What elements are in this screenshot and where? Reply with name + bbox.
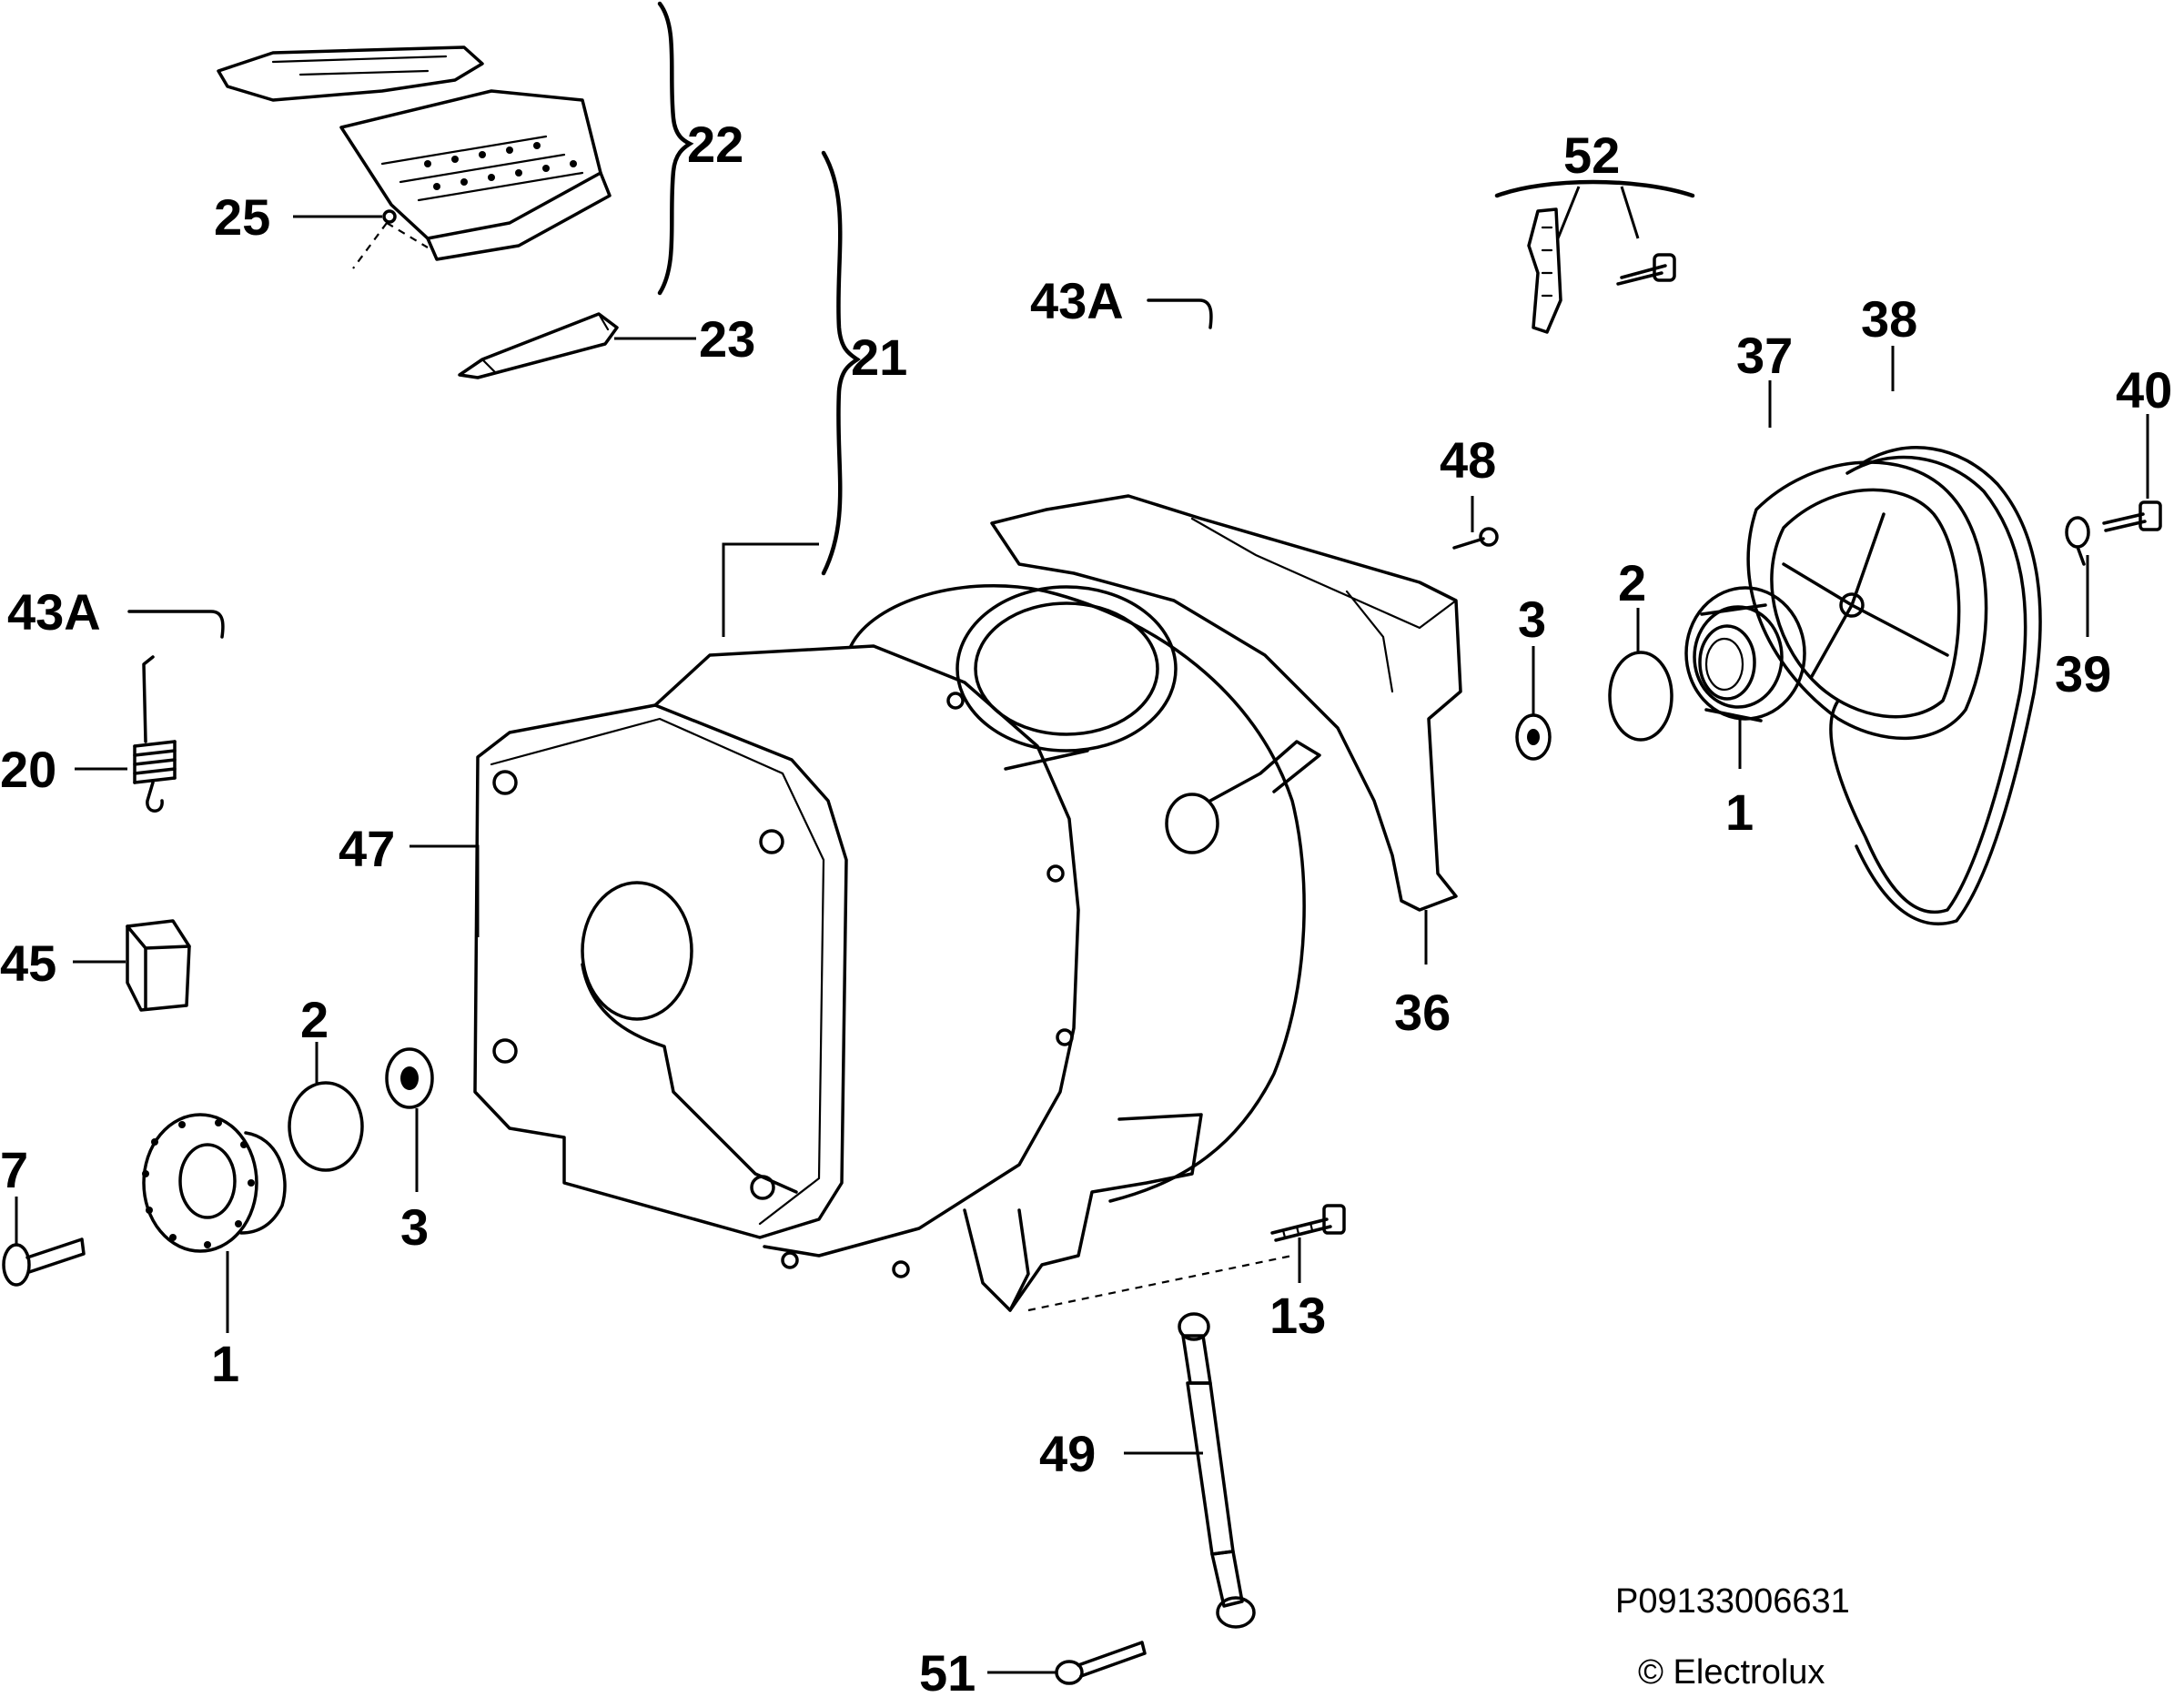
leader-47 bbox=[410, 844, 480, 937]
callout-52: 52 bbox=[1563, 126, 1620, 184]
callout-49: 49 bbox=[1039, 1425, 1096, 1482]
callout-47: 47 bbox=[339, 820, 395, 877]
callout-21: 21 bbox=[851, 328, 907, 386]
part-20-spring bbox=[133, 655, 177, 813]
part-43a-hook-left bbox=[127, 610, 225, 639]
callout-3-left: 3 bbox=[400, 1198, 429, 1256]
leader-21 bbox=[722, 542, 819, 637]
part-7-bolt bbox=[2, 1237, 86, 1287]
part-38-belt bbox=[1829, 446, 2042, 926]
callout-7: 7 bbox=[0, 1141, 28, 1198]
callout-38: 38 bbox=[1861, 290, 1917, 348]
part-25-screw bbox=[352, 209, 429, 269]
part-43a-hook-top bbox=[1147, 298, 1213, 329]
callout-23: 23 bbox=[699, 310, 755, 368]
part-49-damper bbox=[1178, 1312, 1256, 1629]
callout-40: 40 bbox=[2116, 361, 2172, 419]
part-37-pulley bbox=[1746, 460, 1988, 741]
callout-37: 37 bbox=[1736, 327, 1793, 384]
part-3-washer-right bbox=[1515, 713, 1552, 761]
part-21-tub-body bbox=[653, 494, 1462, 1312]
part-22-filter-assembly bbox=[217, 45, 612, 261]
callout-20: 20 bbox=[0, 741, 56, 798]
part-40-bolt bbox=[2102, 500, 2162, 532]
part-48-screw bbox=[1452, 527, 1499, 550]
callout-3-right: 3 bbox=[1518, 591, 1546, 648]
callout-36: 36 bbox=[1394, 984, 1451, 1041]
part-1-bearing-left bbox=[142, 1113, 287, 1253]
callout-51: 51 bbox=[919, 1644, 976, 1697]
part-52-hinge bbox=[1494, 179, 1695, 334]
callout-22: 22 bbox=[687, 116, 743, 173]
callout-48: 48 bbox=[1440, 431, 1496, 489]
brace-22 bbox=[657, 1, 694, 296]
callout-13: 13 bbox=[1269, 1287, 1326, 1344]
copyright-notice: © Electrolux bbox=[1638, 1653, 1825, 1692]
callout-2-right: 2 bbox=[1618, 554, 1646, 611]
part-47-tub-front bbox=[473, 703, 848, 1239]
part-51-pin bbox=[1055, 1641, 1147, 1685]
part-1-bearing-right bbox=[1684, 586, 1806, 722]
part-23-strip bbox=[458, 312, 619, 379]
callout-1-left: 1 bbox=[211, 1335, 239, 1392]
callout-43a-left: 43A bbox=[7, 583, 101, 641]
part-2-oring-left bbox=[288, 1081, 364, 1172]
brace-21 bbox=[821, 150, 861, 576]
part-13-bolt bbox=[1270, 1204, 1346, 1242]
part-3-washer-left bbox=[385, 1047, 434, 1109]
callout-45: 45 bbox=[0, 934, 56, 992]
part-45-block bbox=[126, 919, 191, 1012]
part-39-washer bbox=[2065, 516, 2090, 566]
callout-39: 39 bbox=[2055, 645, 2111, 702]
callout-25: 25 bbox=[214, 188, 270, 246]
callout-43a-top: 43A bbox=[1030, 272, 1124, 329]
callout-2-left: 2 bbox=[300, 991, 329, 1048]
callout-1-right: 1 bbox=[1725, 783, 1754, 841]
part-2-oring-right bbox=[1608, 651, 1673, 742]
diagram-code: P09133006631 bbox=[1615, 1582, 1850, 1621]
